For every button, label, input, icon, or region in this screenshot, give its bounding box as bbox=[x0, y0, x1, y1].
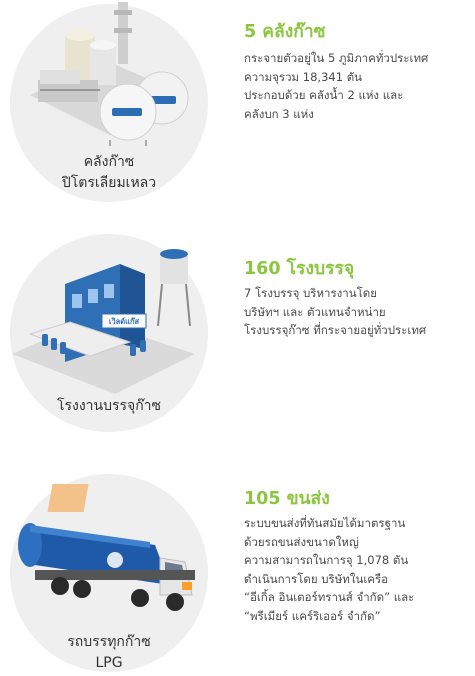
desc-line: “อีเกิ้ล อินเตอร์ทรานส์ จำกัด” และ bbox=[244, 590, 415, 604]
caption-line: รถบรรทุกก๊าซ bbox=[67, 634, 151, 650]
desc-line: โรงบรรจุก๊าซ ที่กระจายอยู่ทั่วประเทศ bbox=[244, 323, 427, 337]
lpg-tanker-truck-icon bbox=[18, 484, 195, 611]
desc-line: ความสามารถในการจุ 1,078 ตัน bbox=[244, 553, 409, 567]
desc-line: คลังบก 3 แห่ง bbox=[244, 106, 314, 121]
caption-line: LPG bbox=[95, 655, 123, 671]
plant-description: 7 โรงบรรจุ บริหารงานโดย บริษัทฯ และ ตัวแ… bbox=[244, 284, 472, 340]
desc-line: “พรีเมียร์ แคร์ริเออร์ จำกัด” bbox=[244, 608, 381, 623]
desc-line: 7 โรงบรรจุ บริหารงานโดย bbox=[244, 286, 377, 300]
caption-line: ปิโตรเลียมเหลว bbox=[61, 175, 157, 191]
desc-line: ประกอบด้วย คลังน้ำ 2 แห่ง และ bbox=[244, 88, 404, 102]
desc-line: บริษัทฯ และ ตัวแทนจำหน่าย bbox=[244, 304, 386, 319]
desc-line: กระจายตัวอยู่ใน 5 ภูมิภาคทั่วประเทศ bbox=[244, 51, 429, 65]
caption-line: โรงงานบรรจุก๊าซ bbox=[56, 398, 162, 414]
gas-filling-plant-icon: เวิลด์แก๊ส bbox=[12, 249, 195, 394]
plant-caption: โรงงานบรรจุก๊าซ bbox=[10, 396, 208, 417]
storage-description: กระจายตัวอยู่ใน 5 ภูมิภาคทั่วประเทศ ความ… bbox=[244, 49, 472, 123]
lpg-storage-depot-icon bbox=[30, 2, 189, 146]
transport-heading: 105 ขนส่ง bbox=[244, 489, 330, 509]
truck-caption: รถบรรทุกก๊าซ LPG bbox=[10, 632, 208, 674]
storage-heading: 5 คลังก๊าซ bbox=[244, 22, 326, 42]
desc-line: ด้วยรถขนส่งขนาดใหญ่ bbox=[244, 534, 359, 549]
plant-heading: 160 โรงบรรจุ bbox=[244, 259, 355, 279]
desc-line: ระบบขนส่งที่ทันสมัยได้มาตรฐาน bbox=[244, 516, 406, 530]
desc-line: ดำเนินการโดย บริษัทในเครือ bbox=[244, 571, 389, 586]
desc-line: ความจุรวม 18,341 ตัน bbox=[244, 69, 363, 84]
caption-line: คลังก๊าซ bbox=[83, 154, 135, 170]
plant-sign-text: เวิลด์แก๊ส bbox=[109, 317, 140, 326]
storage-caption: คลังก๊าซ ปิโตรเลียมเหลว bbox=[10, 152, 208, 194]
transport-description: ระบบขนส่งที่ทันสมัยได้มาตรฐาน ด้วยรถขนส่… bbox=[244, 514, 472, 625]
